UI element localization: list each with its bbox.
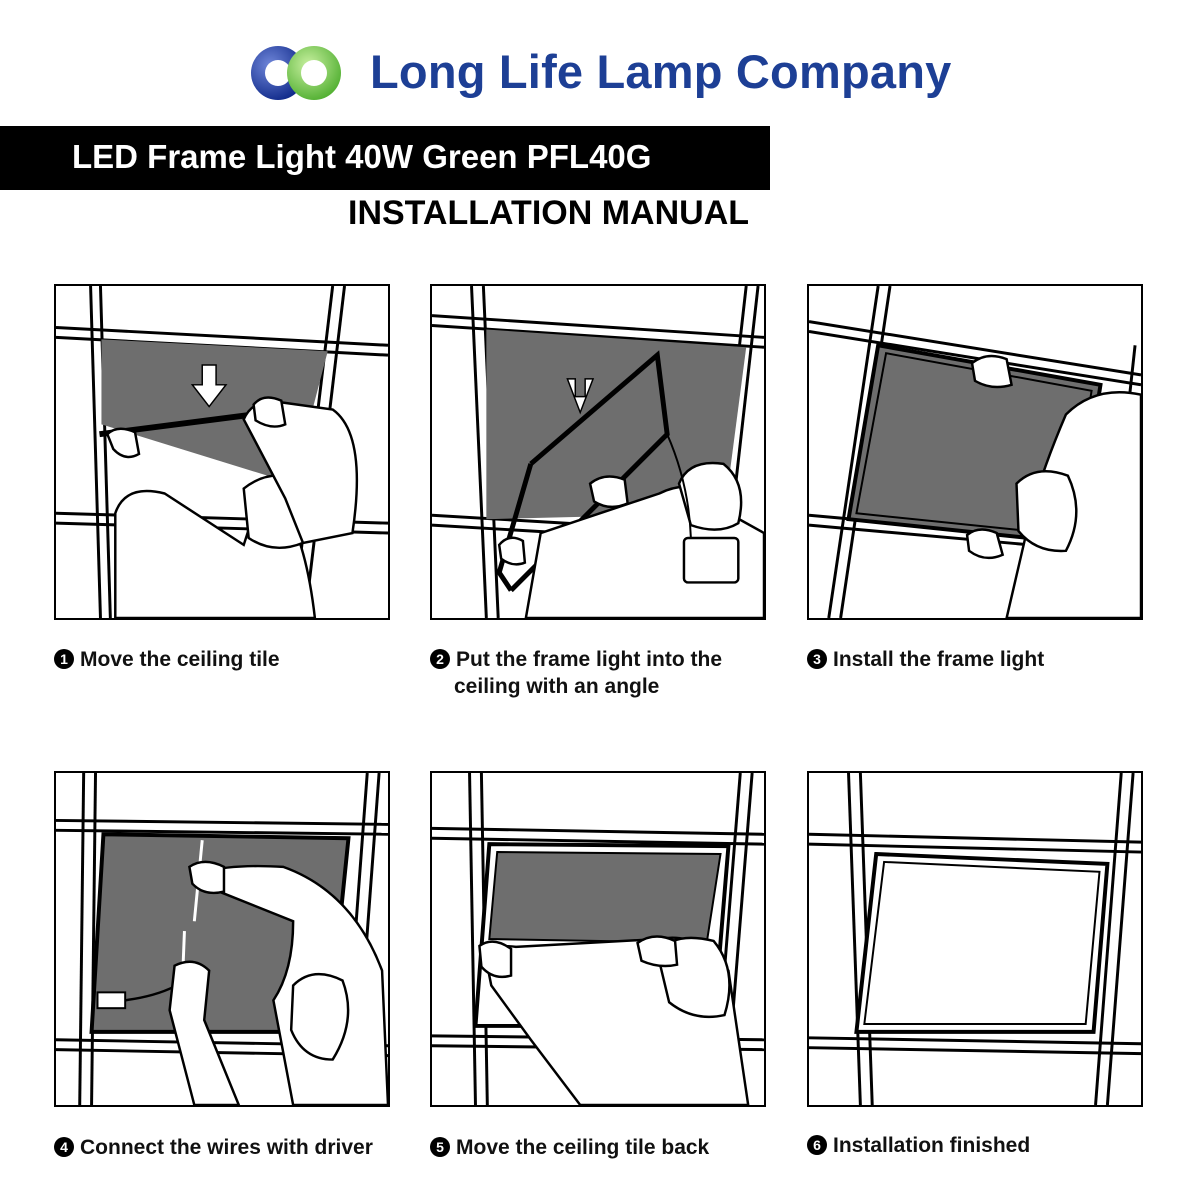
step-4-text: Connect the wires with driver	[80, 1136, 373, 1159]
step-2-caption: 2 Put the frame light into the ceiling wi…	[430, 646, 722, 700]
step-5-caption: 5 Move the ceiling tile back	[430, 1134, 709, 1161]
step-4-number: 4	[54, 1137, 74, 1157]
step-4-illustration	[54, 771, 390, 1107]
manual-title: INSTALLATION MANUAL	[348, 194, 750, 232]
step-6-text: Installation finished	[833, 1134, 1031, 1157]
step-6-number: 6	[807, 1135, 827, 1155]
company-name: Long Life Lamp Company	[370, 45, 952, 98]
step-1-caption: 1 Move the ceiling tile	[54, 646, 280, 673]
step-4-caption: 4 Connect the wires with driver	[54, 1134, 373, 1161]
step-2-illustration	[430, 284, 766, 620]
company-logo	[251, 46, 341, 100]
step-6-illustration	[807, 771, 1143, 1107]
step-5-number: 5	[430, 1137, 450, 1157]
product-title-bar: LED Frame Light 40W Green PFL40G	[0, 126, 770, 190]
step-1-text: Move the ceiling tile	[80, 648, 280, 671]
step-6-caption: 6 Installation finished	[807, 1132, 1030, 1159]
step-1-illustration	[54, 284, 390, 620]
step-3-illustration	[807, 284, 1143, 620]
step-5-text: Move the ceiling tile back	[456, 1136, 710, 1159]
step-5-illustration	[430, 771, 766, 1107]
step-2-text-line2: ceiling with an angle	[454, 675, 660, 698]
product-title: LED Frame Light 40W Green PFL40G	[72, 138, 652, 175]
step-3-text: Install the frame light	[833, 648, 1045, 671]
step-3-number: 3	[807, 649, 827, 669]
step-3-caption: 3 Install the frame light	[807, 646, 1044, 673]
step-2-number: 2	[430, 649, 450, 669]
step-2-text: Put the frame light into the	[456, 648, 722, 671]
step-1-number: 1	[54, 649, 74, 669]
